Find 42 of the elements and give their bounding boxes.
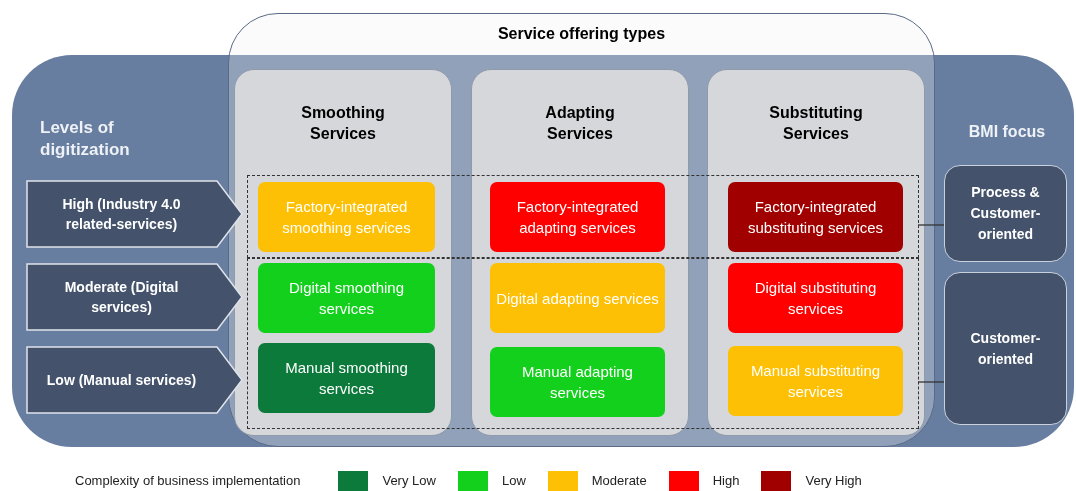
legend-label: High	[712, 472, 740, 491]
service-label: Factory-integrated substituting services	[746, 197, 885, 238]
service-box	[728, 263, 903, 333]
service-box	[490, 347, 665, 417]
service-box	[728, 346, 903, 416]
level-chevron	[26, 263, 243, 331]
legend-label: Low	[501, 472, 526, 491]
legend-title: Complexity of business implementation	[75, 472, 301, 491]
level-chevron	[26, 346, 243, 414]
bmi-label: Customer-oriented	[969, 328, 1042, 369]
service-label: Manual substituting services	[749, 361, 882, 402]
column-heading: Substituting Services	[768, 103, 864, 144]
service-box	[258, 263, 435, 333]
column-heading: Smoothing Services	[300, 103, 386, 144]
service-box	[258, 182, 435, 252]
service-label: Factory-integrated adapting services	[515, 197, 640, 238]
legend-label: Moderate	[591, 472, 647, 491]
service-box	[490, 182, 665, 252]
service-box	[258, 343, 435, 413]
service-label: Digital adapting services	[496, 288, 659, 309]
legend-label: Very High	[805, 472, 862, 491]
connector-line	[917, 381, 945, 383]
level-label: Moderate (Digital services)	[63, 278, 180, 317]
service-label: Manual smoothing services	[284, 358, 409, 399]
service-label: Digital substituting services	[753, 278, 878, 319]
level-chevron	[26, 180, 243, 248]
level-label: Low (Manual services)	[46, 371, 197, 390]
band-heading: Levels of digitization	[40, 117, 131, 161]
legend-label: Very Low	[382, 472, 436, 491]
level-label: High (Industry 4.0 related-services)	[61, 195, 182, 234]
band-heading: BMI focus	[967, 122, 1047, 142]
service-label: Manual adapting services	[521, 362, 634, 403]
bmi-focus-box	[944, 272, 1067, 425]
service-box	[490, 263, 665, 333]
service-box	[728, 182, 903, 252]
service-label: Digital smoothing services	[287, 278, 406, 319]
connector-line	[917, 224, 945, 226]
bmi-focus-box	[944, 165, 1067, 262]
service-label: Factory-integrated smoothing services	[281, 197, 412, 238]
column-heading: Adapting Services	[544, 103, 616, 144]
panel-title: Service offering types	[496, 24, 667, 44]
bmi-label: Process & Customer-oriented	[969, 183, 1042, 244]
